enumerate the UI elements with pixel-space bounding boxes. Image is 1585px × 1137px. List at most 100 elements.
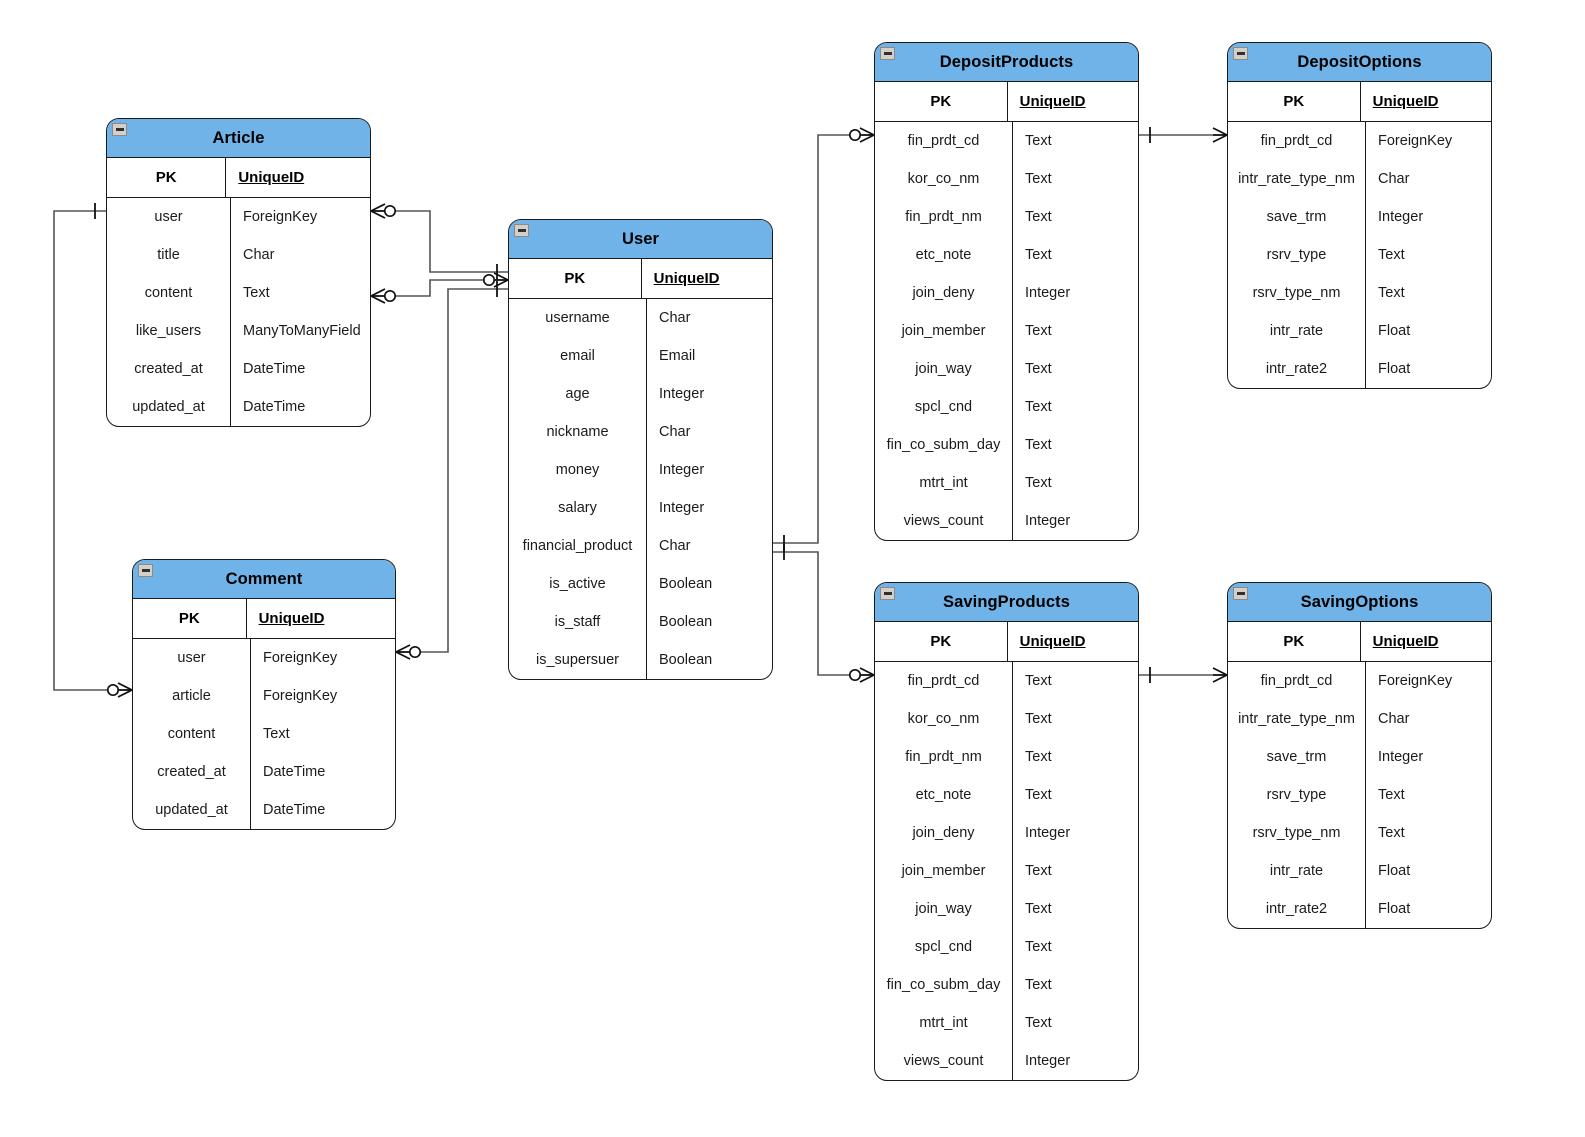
field-type: Text <box>1378 787 1405 803</box>
entity-header: SavingProducts <box>875 583 1138 622</box>
field-name: intr_rate2 <box>1228 350 1366 388</box>
field-type: Text <box>263 726 290 742</box>
minus-box-icon[interactable] <box>112 123 127 136</box>
relationship-article-like-users <box>370 272 509 304</box>
field-row[interactable]: rsrv_type Text <box>1228 776 1491 814</box>
column-header-uniqueid-label: UniqueID <box>1372 633 1439 650</box>
field-type: ManyToManyField <box>243 323 361 339</box>
column-header-uniqueid-label: UniqueID <box>1019 633 1086 650</box>
minus-box-icon[interactable] <box>880 47 895 60</box>
minus-box-icon[interactable] <box>138 564 153 577</box>
minus-box-icon[interactable] <box>1233 47 1248 60</box>
field-row[interactable]: like_users ManyToManyField <box>107 312 370 350</box>
minus-box-icon[interactable] <box>514 224 529 237</box>
entity-header: DepositOptions <box>1228 43 1491 82</box>
column-header-uniqueid: UniqueID <box>1361 622 1491 661</box>
field-type: Text <box>1025 361 1052 377</box>
field-name: is_active <box>509 565 647 603</box>
field-name: like_users <box>107 312 231 350</box>
field-type: Integer <box>1025 285 1071 301</box>
field-name: title <box>107 236 231 274</box>
field-name: email <box>509 337 647 375</box>
field-type: Integer <box>1025 825 1071 841</box>
field-type: Integer <box>659 386 705 402</box>
field-name: created_at <box>107 350 231 388</box>
field-type: DateTime <box>263 802 326 818</box>
field-name: fin_prdt_cd <box>1228 122 1366 160</box>
column-header-pk: PK <box>107 158 227 197</box>
minus-box-icon[interactable] <box>1233 587 1248 600</box>
minus-box-icon[interactable] <box>880 587 895 600</box>
field-name: fin_prdt_cd <box>1228 662 1366 700</box>
field-name: user <box>133 639 251 677</box>
field-type: Char <box>659 310 691 326</box>
field-name: join_way <box>875 890 1013 928</box>
field-name: rsrv_type <box>1228 776 1366 814</box>
